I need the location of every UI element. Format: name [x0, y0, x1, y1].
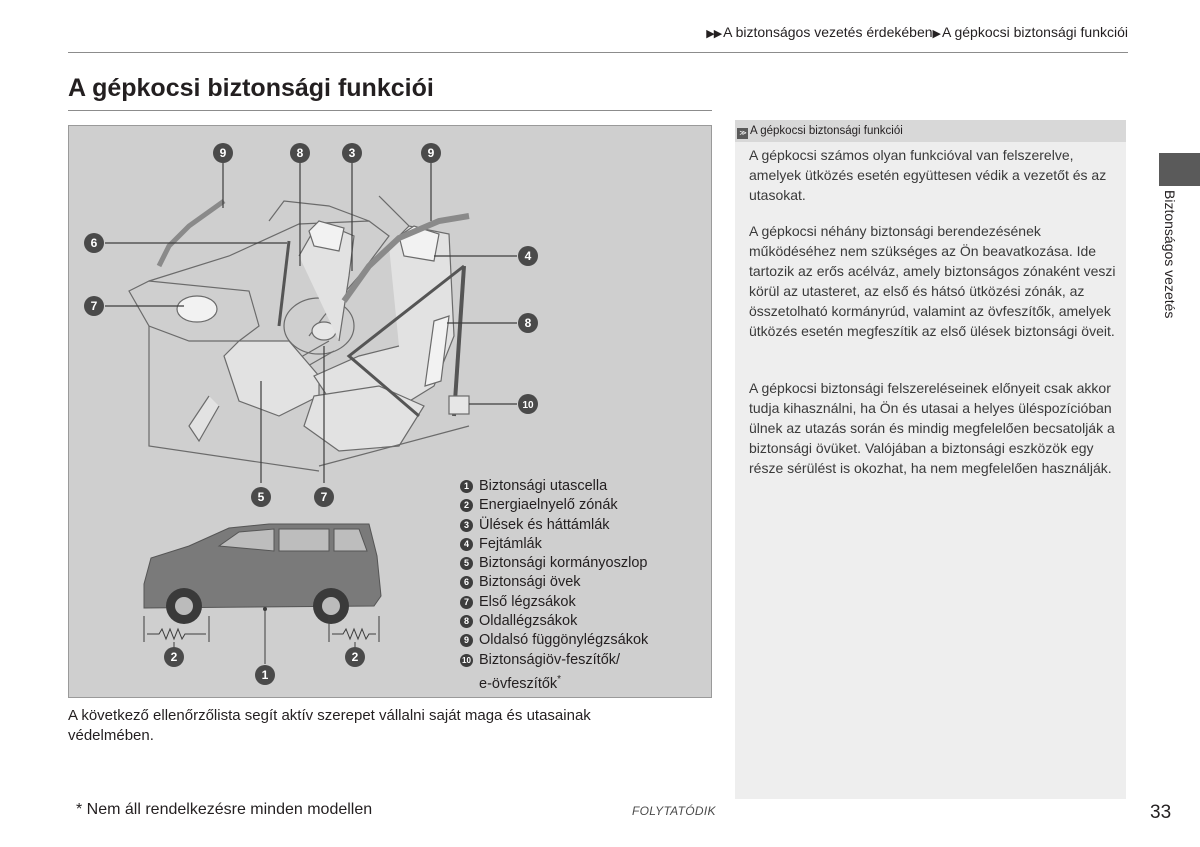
legend-item-10-continued: e-övfeszítők*	[479, 673, 562, 692]
side-note-panel	[735, 120, 1126, 799]
callout-8-right: 8	[518, 313, 538, 333]
page-number: 33	[1150, 802, 1172, 823]
footnote-mark: *	[557, 673, 562, 685]
continued-label: FOLYTATÓDIK	[632, 804, 716, 818]
svg-text:4: 4	[525, 249, 532, 263]
svg-text:10: 10	[522, 400, 534, 411]
callout-7-bottom: 7	[314, 487, 334, 507]
safety-features-figure: 9 8 3 9 6 4 7 8 10 5 7 2 2 1	[68, 125, 712, 698]
side-paragraph-1: A gépkocsi számos olyan funkcióval van f…	[749, 147, 1107, 203]
callout-9-right: 9	[421, 143, 441, 163]
checklist-intro: A következő ellenőrzőlista segít aktív s…	[68, 707, 591, 744]
title-divider	[68, 110, 712, 111]
car-interior-illustration: 9 8 3 9 6 4 7 8 10 5 7 2 2 1	[84, 143, 538, 685]
svg-text:9: 9	[220, 146, 227, 160]
callout-4: 4	[518, 246, 538, 266]
callout-2-right: 2	[345, 647, 365, 667]
callout-3: 3	[342, 143, 362, 163]
section-tab-marker[interactable]	[1159, 153, 1200, 186]
car-exterior-illustration	[143, 523, 382, 664]
breadcrumb-arrows-icon: ▶▶	[706, 28, 722, 40]
side-paragraph-2: A gépkocsi néhány biztonsági berendezésé…	[749, 223, 1116, 339]
svg-text:2: 2	[171, 650, 178, 664]
breadcrumb-separator-icon: ▶	[932, 28, 942, 40]
callout-7-top: 7	[84, 296, 104, 316]
svg-text:3: 3	[349, 146, 356, 160]
svg-text:6: 6	[91, 236, 98, 250]
breadcrumb-item-1[interactable]: A biztonságos vezetés érdekében	[723, 24, 933, 40]
svg-text:7: 7	[91, 299, 98, 313]
svg-text:1: 1	[262, 668, 269, 682]
page-title: A gépkocsi biztonsági funkciói	[68, 74, 434, 102]
footnote: * Nem áll rendelkezésre minden modellen	[76, 801, 373, 818]
svg-text:2: 2	[352, 650, 359, 664]
callout-8-top: 8	[290, 143, 310, 163]
header-divider	[68, 52, 1128, 53]
side-paragraph-3: A gépkocsi biztonsági felszereléseinek e…	[749, 380, 1115, 476]
section-tab-label: Biztonságos vezetés	[1162, 190, 1178, 319]
callout-6: 6	[84, 233, 104, 253]
reference-icon: ≫	[737, 128, 748, 139]
breadcrumb-item-2[interactable]: A gépkocsi biztonsági funkciói	[942, 24, 1128, 40]
svg-text:8: 8	[525, 316, 532, 330]
svg-text:5: 5	[258, 490, 265, 504]
svg-text:8: 8	[297, 146, 304, 160]
side-note-header: ≫A gépkocsi biztonsági funkciói	[735, 120, 1126, 142]
breadcrumb: ▶▶A biztonságos vezetés érdekében▶A gépk…	[640, 24, 1128, 40]
svg-text:7: 7	[321, 490, 328, 504]
svg-text:9: 9	[428, 146, 435, 160]
callout-5: 5	[251, 487, 271, 507]
callout-1: 1	[255, 665, 275, 685]
callout-10: 10	[518, 394, 538, 414]
callout-2-left: 2	[164, 647, 184, 667]
callout-9-left: 9	[213, 143, 233, 163]
